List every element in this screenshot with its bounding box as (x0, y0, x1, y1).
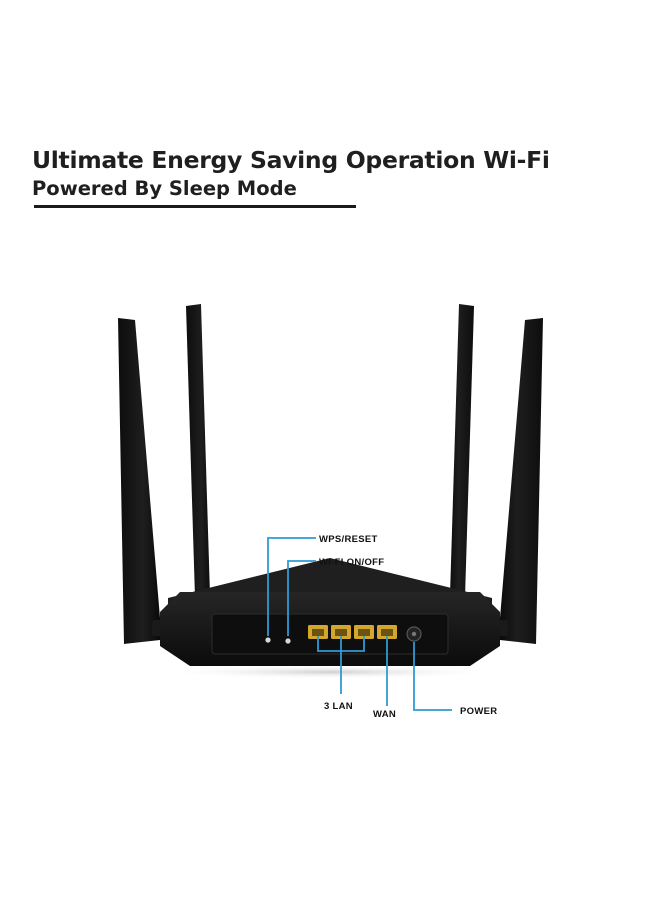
headline-underline (34, 205, 356, 208)
callout-line-power (413, 642, 452, 711)
label-wan: WAN (373, 709, 396, 720)
lan-port-3 (354, 625, 374, 639)
wps-reset-button (265, 637, 271, 643)
wifi-onoff-button (285, 638, 291, 644)
label-wps-reset: WPS/RESET (319, 534, 378, 545)
floor-shadow (160, 665, 500, 679)
lan-port-2 (331, 625, 351, 639)
antenna-inner-right (448, 304, 474, 662)
antenna-outer-right (500, 318, 543, 644)
headline: Ultimate Energy Saving Operation Wi-Fi P… (32, 142, 550, 200)
antenna-outer-left (118, 318, 160, 644)
antenna-inner-left (186, 304, 212, 662)
label-power: POWER (460, 706, 497, 717)
port-panel (211, 613, 449, 655)
label-lan: 3 LAN (324, 701, 353, 712)
callout-lines (267, 537, 452, 711)
headline-line-2: Powered By Sleep Mode (32, 177, 297, 200)
wan-port (377, 625, 397, 639)
callout-line-wifi-onoff (287, 560, 316, 636)
headline-line-1: Ultimate Energy Saving Operation Wi-Fi (32, 146, 550, 174)
callout-line-wps-reset (267, 537, 316, 636)
label-wifi-onoff: WI-FI ON/OFF (319, 557, 384, 568)
lan-port-1 (308, 625, 328, 639)
power-jack-pin (411, 631, 417, 637)
